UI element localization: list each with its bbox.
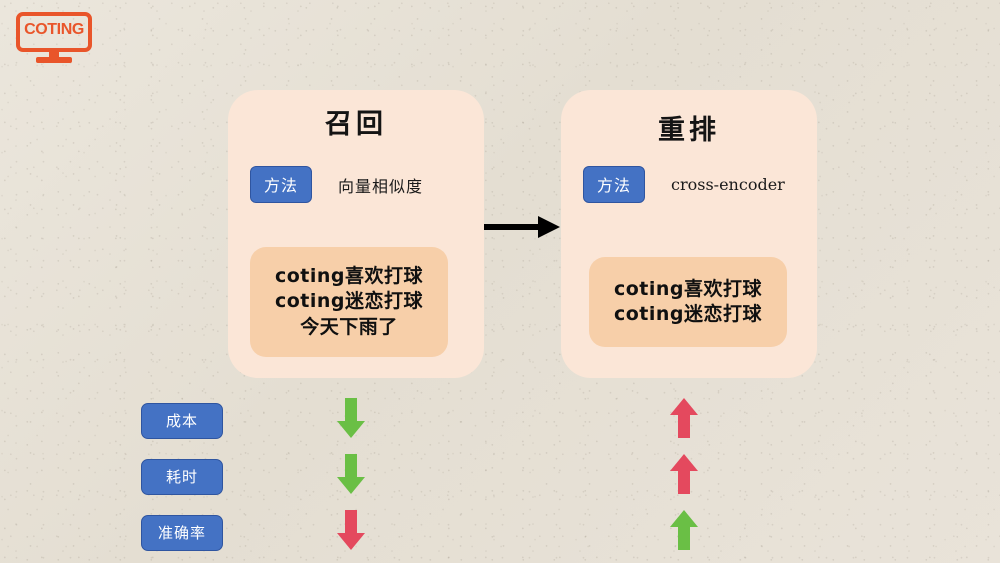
metric-arrow-recall-cost — [337, 398, 365, 438]
metric-label-accuracy: 准确率 — [141, 515, 223, 551]
metric-arrow-recall-accuracy — [337, 510, 365, 550]
card-rerank-title: 重排 — [658, 115, 720, 146]
flow-arrow-head — [538, 216, 560, 238]
card-rerank-document-box: coting喜欢打球 coting迷恋打球 — [589, 257, 787, 347]
arrow-stem — [678, 470, 690, 494]
metric-arrow-rerank-accuracy — [670, 510, 698, 550]
monitor-stand-neck — [49, 51, 59, 58]
arrow-tip — [337, 421, 365, 438]
method-value: cross-encoder — [671, 175, 785, 194]
document-line: coting迷恋打球 — [274, 290, 424, 313]
arrow-stem — [345, 398, 357, 422]
document-line: coting喜欢打球 — [613, 277, 763, 300]
arrow-stem — [345, 510, 357, 534]
metric-arrow-recall-latency — [337, 454, 365, 494]
arrow-tip — [670, 398, 698, 415]
document-line: coting喜欢打球 — [274, 265, 424, 288]
monitor-stand-base — [36, 57, 72, 63]
document-line: 今天下雨了 — [300, 315, 398, 338]
card-rerank-method-row: 方法 cross-encoder — [583, 166, 785, 203]
arrow-tip — [337, 477, 365, 494]
card-recall: 召回 方法 向量相似度 coting喜欢打球 coting迷恋打球 今天下雨了 — [228, 90, 484, 378]
arrow-tip — [670, 510, 698, 527]
flow-arrow-right-icon — [484, 216, 562, 238]
card-recall-method-row: 方法 向量相似度 — [250, 166, 423, 203]
arrow-stem — [345, 454, 357, 478]
card-recall-document-box: coting喜欢打球 coting迷恋打球 今天下雨了 — [250, 247, 448, 357]
card-rerank: 重排 方法 cross-encoder coting喜欢打球 coting迷恋打… — [561, 90, 817, 378]
arrow-stem — [678, 526, 690, 550]
coting-logo: COTING — [16, 12, 92, 64]
method-badge: 方法 — [250, 166, 313, 203]
arrow-stem — [678, 414, 690, 438]
flow-arrow-shaft — [484, 224, 542, 230]
logo-wordmark: COTING — [24, 21, 84, 38]
card-recall-title: 召回 — [325, 109, 387, 140]
metric-arrow-rerank-cost — [670, 398, 698, 438]
metric-arrow-rerank-latency — [670, 454, 698, 494]
method-badge: 方法 — [583, 166, 646, 203]
metric-label-cost: 成本 — [141, 403, 223, 439]
metric-label-latency: 耗时 — [141, 459, 223, 495]
arrow-tip — [670, 454, 698, 471]
method-value: 向量相似度 — [338, 176, 424, 196]
document-line: coting迷恋打球 — [613, 303, 763, 325]
monitor-icon — [16, 12, 92, 52]
arrow-tip — [337, 533, 365, 550]
